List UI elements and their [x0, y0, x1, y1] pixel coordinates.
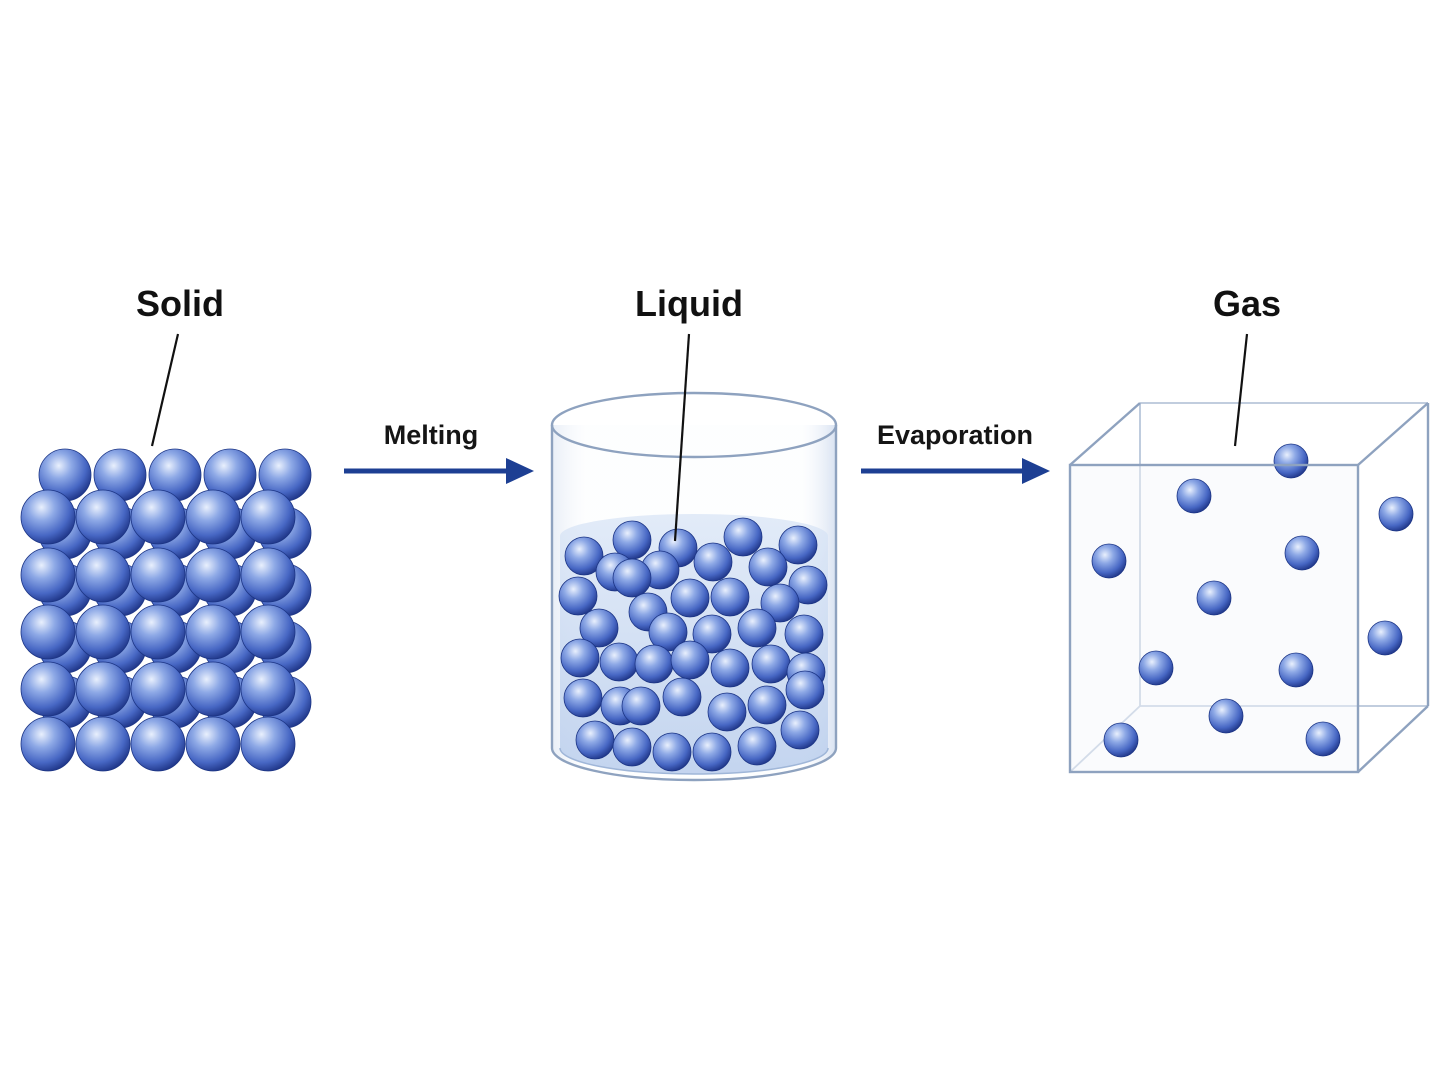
- liquid-particle: [575, 720, 615, 760]
- liquid-particle: [707, 692, 747, 732]
- liquid-particle: [710, 648, 750, 688]
- gas-particle: [1284, 535, 1320, 571]
- gas-particle: [1278, 652, 1314, 688]
- liquid-particle: [780, 710, 820, 750]
- solid-particle: [130, 661, 186, 717]
- liquid-particle: [788, 565, 828, 605]
- gas-particle: [1367, 620, 1403, 656]
- solid-section: Solid: [20, 283, 312, 772]
- solid-particle: [130, 604, 186, 660]
- solid-particle: [20, 489, 76, 545]
- solid-particle: [185, 716, 241, 772]
- melting-arrowhead-icon: [506, 458, 534, 484]
- solid-particle: [240, 547, 296, 603]
- solid-particle: [75, 604, 131, 660]
- liquid-particle: [563, 678, 603, 718]
- liquid-particle: [662, 677, 702, 717]
- liquid-particle: [670, 578, 710, 618]
- solid-particle: [130, 716, 186, 772]
- melting-arrow: Melting: [344, 420, 534, 484]
- gas-particle: [1138, 650, 1174, 686]
- liquid-label: Liquid: [635, 283, 743, 324]
- solid-particle: [240, 716, 296, 772]
- liquid-particle: [579, 608, 619, 648]
- solid-label: Solid: [136, 283, 224, 324]
- gas-leader-line: [1233, 333, 1249, 447]
- liquid-particle: [710, 577, 750, 617]
- solid-particle: [20, 716, 76, 772]
- gas-particle: [1176, 478, 1212, 514]
- solid-particle: [240, 661, 296, 717]
- evaporation-label: Evaporation: [877, 420, 1033, 450]
- solid-particle: [20, 547, 76, 603]
- liquid-particle: [560, 638, 600, 678]
- solid-particle: [185, 489, 241, 545]
- solid-front-layer: [20, 489, 296, 772]
- liquid-particle: [621, 686, 661, 726]
- gas-particle: [1091, 543, 1127, 579]
- liquid-leader-line: [673, 333, 691, 542]
- liquid-particle: [778, 525, 818, 565]
- solid-particle: [75, 489, 131, 545]
- liquid-particle: [751, 644, 791, 684]
- solid-particle: [20, 604, 76, 660]
- gas-label: Gas: [1213, 283, 1281, 324]
- liquid-particle: [693, 542, 733, 582]
- solid-particle: [185, 604, 241, 660]
- liquid-particle: [785, 670, 825, 710]
- liquid-particle: [748, 547, 788, 587]
- solid-particle: [130, 547, 186, 603]
- liquid-particle: [723, 517, 763, 557]
- liquid-particle: [670, 640, 710, 680]
- liquid-section: Liquid: [550, 283, 838, 782]
- gas-particle: [1378, 496, 1414, 532]
- beaker-base-front: [550, 747, 838, 782]
- gas-particle: [1305, 721, 1341, 757]
- solid-particle: [240, 604, 296, 660]
- solid-particle: [75, 716, 131, 772]
- liquid-particle: [760, 583, 800, 623]
- liquid-particle: [564, 536, 604, 576]
- gas-section: Gas: [1068, 283, 1430, 774]
- gas-box-front-face: [1070, 465, 1358, 772]
- solid-particle: [20, 661, 76, 717]
- liquid-particle: [692, 732, 732, 772]
- liquid-particle: [784, 614, 824, 654]
- evaporation-arrowhead-icon: [1022, 458, 1050, 484]
- gas-particle: [1196, 580, 1232, 616]
- liquid-particle: [652, 732, 692, 772]
- liquid-particle: [634, 644, 674, 684]
- liquid-particle: [599, 642, 639, 682]
- gas-particle: [1273, 443, 1309, 479]
- beaker-rim: [550, 391, 838, 459]
- solid-particle: [75, 547, 131, 603]
- melting-label: Melting: [384, 420, 479, 450]
- liquid-particle: [692, 614, 732, 654]
- gas-particles: [1091, 443, 1414, 758]
- evaporation-arrow: Evaporation: [861, 420, 1050, 484]
- liquid-particle: [737, 726, 777, 766]
- liquid-particle: [612, 558, 652, 598]
- solid-particle: [240, 489, 296, 545]
- solid-particle: [130, 489, 186, 545]
- solid-leader-line: [150, 333, 180, 447]
- gas-particle: [1208, 698, 1244, 734]
- liquid-particle: [558, 576, 598, 616]
- gas-box-front-edges: [1068, 402, 1430, 774]
- solid-particle: [185, 661, 241, 717]
- liquid-particle: [737, 608, 777, 648]
- liquid-particles: [558, 517, 828, 772]
- liquid-particle: [747, 685, 787, 725]
- gas-particle: [1103, 722, 1139, 758]
- solid-particle: [75, 661, 131, 717]
- liquid-particle: [612, 727, 652, 767]
- solid-particle: [185, 547, 241, 603]
- liquid-base-edge: [559, 747, 829, 775]
